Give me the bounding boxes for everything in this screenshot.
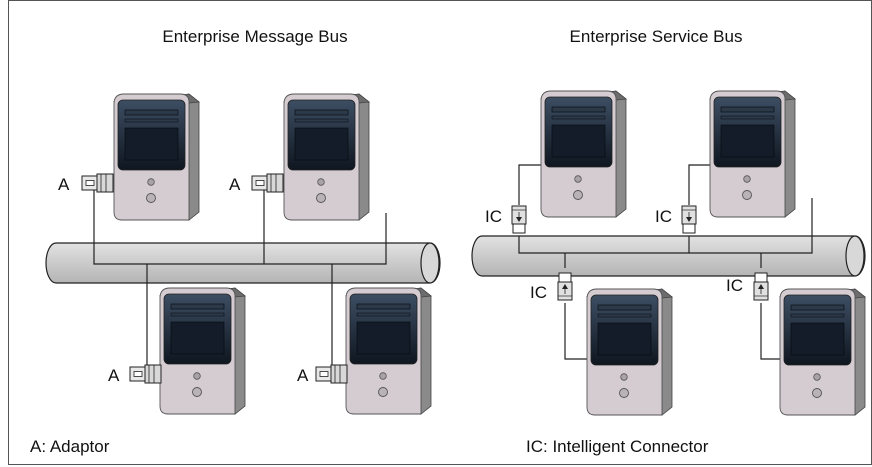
intelligent-connector-icon: [753, 272, 769, 301]
server-tower: [540, 90, 627, 218]
adaptor-icon: [129, 364, 162, 384]
adaptor-label: A: [58, 175, 70, 194]
server-tower: [345, 287, 432, 415]
server-tower: [113, 93, 200, 221]
service-bus-pipe: [471, 235, 866, 277]
service-bus-title: Enterprise Service Bus: [570, 27, 743, 46]
adaptor-icon: [251, 173, 284, 193]
outer-frame: [8, 0, 872, 465]
connector-label: IC: [485, 207, 502, 226]
adaptor-label: A: [108, 366, 120, 385]
message-bus-pipe: [45, 242, 441, 284]
intelligent-connector-icon: [511, 205, 527, 234]
server-tower: [159, 287, 246, 415]
adaptor-icon: [315, 364, 348, 384]
connector-label: IC: [530, 283, 547, 302]
server-tower: [779, 288, 866, 416]
server-tower: [283, 93, 370, 221]
adaptor-label: A: [229, 175, 241, 194]
connector-label: IC: [726, 276, 743, 295]
server-tower: [586, 288, 673, 416]
message-bus-wires: [93, 183, 387, 374]
server-tower: [709, 90, 796, 218]
connector-label: IC: [655, 207, 672, 226]
connector-legend: IC: Intelligent Connector: [526, 437, 709, 456]
adaptor-label: A: [297, 366, 309, 385]
service-bus-wires: [518, 164, 813, 360]
intelligent-connector-icon: [557, 272, 573, 301]
adaptor-icon: [81, 173, 114, 193]
intelligent-connector-icon: [681, 205, 697, 234]
adaptor-legend: A: Adaptor: [30, 437, 110, 456]
message-bus-title: Enterprise Message Bus: [162, 27, 347, 46]
